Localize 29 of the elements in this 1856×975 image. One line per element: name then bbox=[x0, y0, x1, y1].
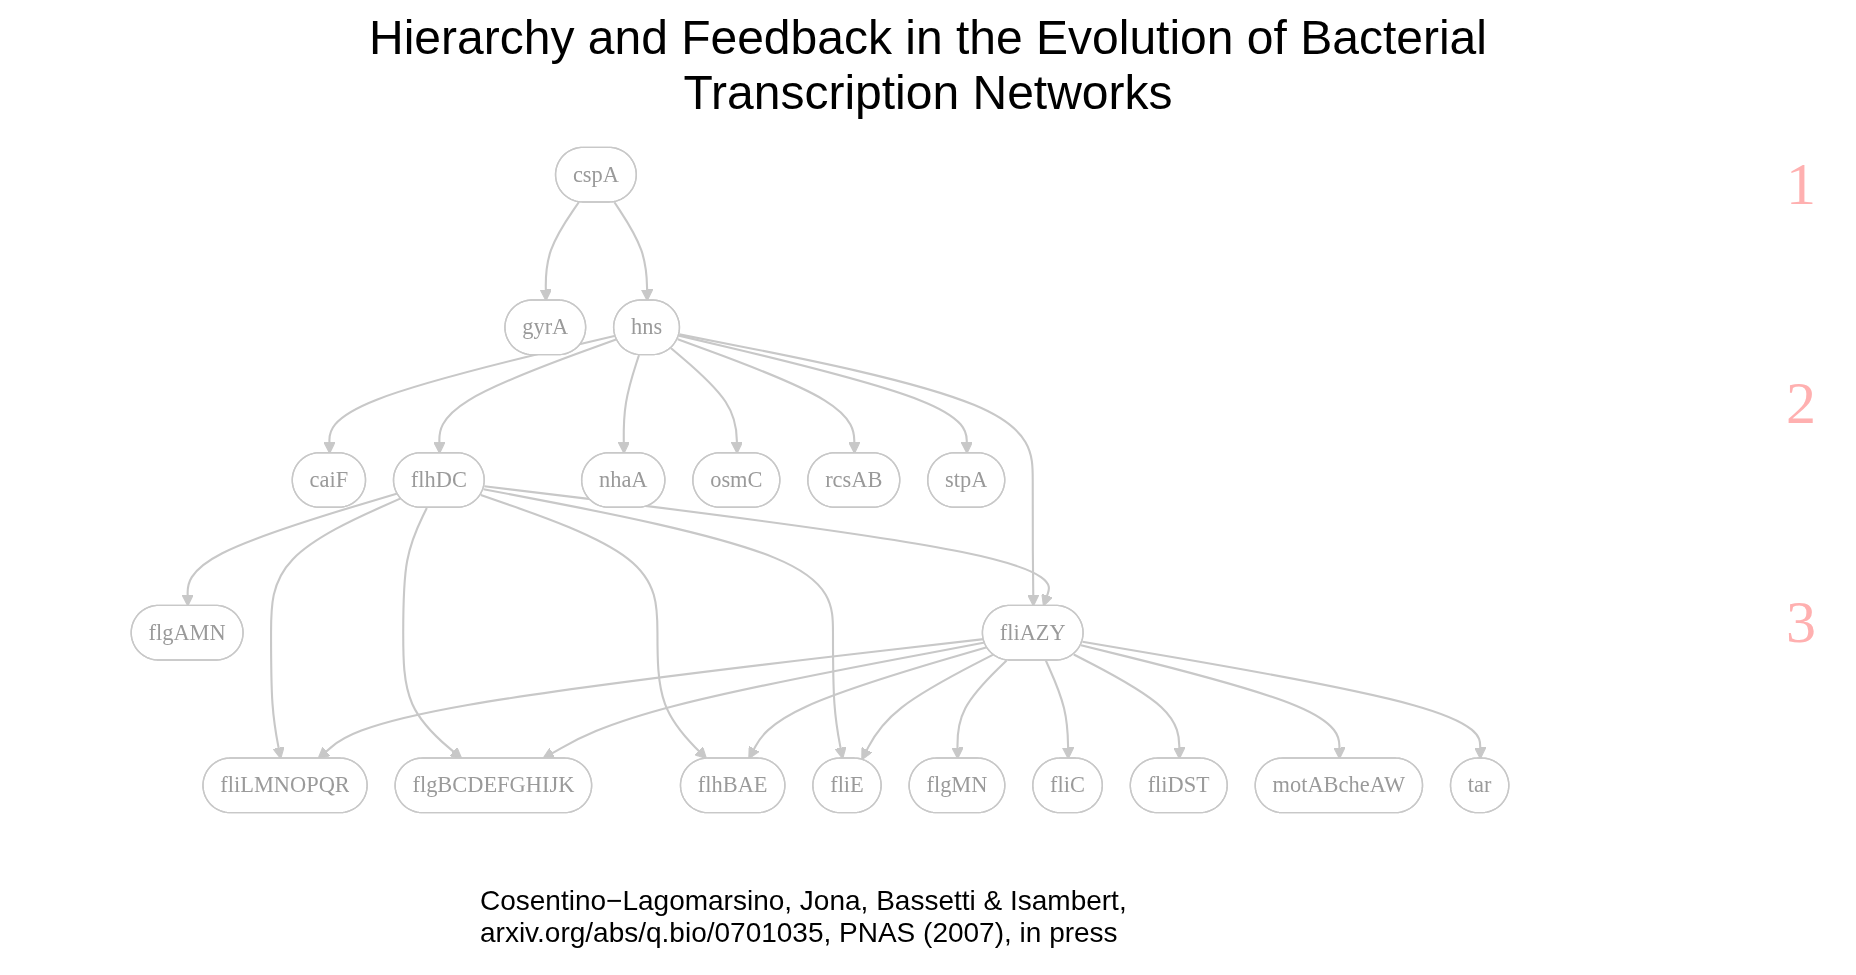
level-number: 3 bbox=[1786, 588, 1816, 657]
citation: Cosentino−Lagomarsino, Jona, Bassetti & Isambert, arxiv.org/abs/q.bio/0701035, PNAS (2007), in press bbox=[480, 885, 1128, 949]
arrow bbox=[748, 646, 988, 760]
level-number: 2 bbox=[1786, 369, 1816, 438]
arrow bbox=[181, 492, 398, 607]
arrow bbox=[402, 507, 463, 760]
arrow bbox=[1073, 653, 1186, 760]
arrow bbox=[617, 354, 640, 454]
arrow bbox=[317, 638, 984, 760]
arrow bbox=[270, 497, 402, 760]
arrow bbox=[951, 659, 1008, 760]
arrow bbox=[433, 338, 618, 454]
arrow bbox=[539, 201, 580, 302]
arrow bbox=[677, 338, 861, 454]
arrow bbox=[480, 494, 708, 760]
arrow bbox=[678, 334, 973, 454]
arrow bbox=[1082, 640, 1487, 760]
arrow bbox=[323, 334, 616, 454]
slide-title: Hierarchy and Feedback in the Evolution of Bacterial Transcription Networks bbox=[368, 10, 1488, 120]
level-number: 1 bbox=[1786, 150, 1816, 219]
arrow bbox=[483, 488, 847, 760]
arrow bbox=[670, 347, 744, 454]
arrow bbox=[542, 641, 985, 760]
arrow bbox=[861, 653, 994, 761]
arrow bbox=[613, 201, 654, 302]
arrow bbox=[679, 333, 1040, 607]
arrow bbox=[484, 485, 1053, 607]
arrow bbox=[1044, 660, 1075, 760]
arrow bbox=[1080, 644, 1346, 760]
